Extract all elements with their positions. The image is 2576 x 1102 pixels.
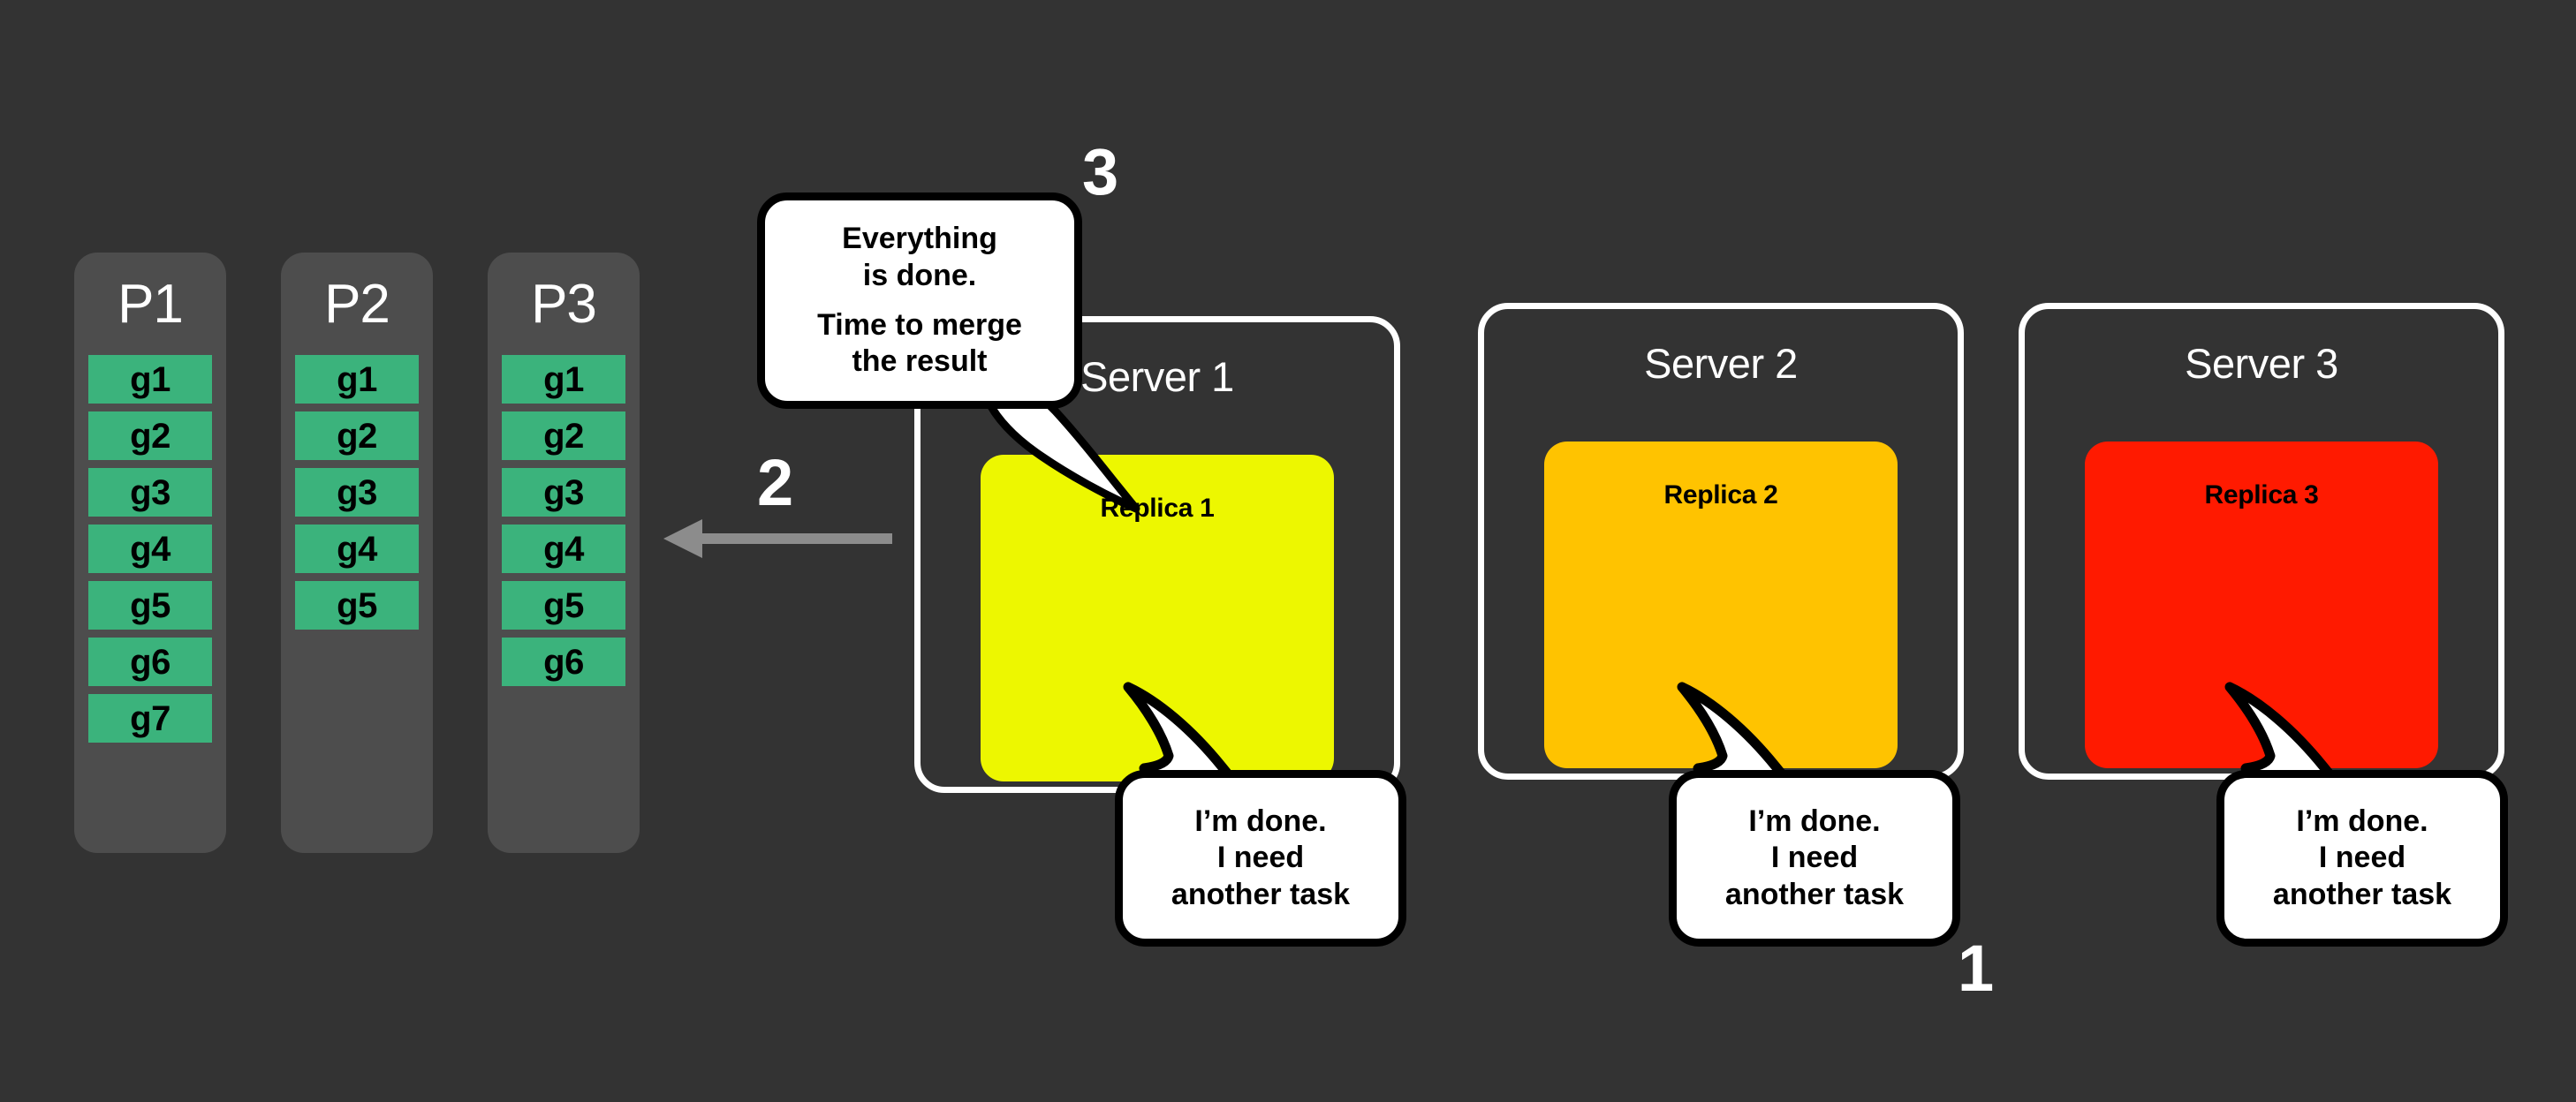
chunk-item: g5 <box>295 581 419 630</box>
arrow-left-icon <box>663 519 892 558</box>
chunk-item: g5 <box>502 581 625 630</box>
chunk-item: g7 <box>88 694 212 743</box>
chunk-item: g2 <box>295 411 419 460</box>
chunk-item: g2 <box>88 411 212 460</box>
chunk-item: g6 <box>502 638 625 686</box>
server-3-box: Server 3 Replica 3 <box>2019 303 2504 780</box>
done-bubble-line-1: I’m done. <box>1748 804 1881 838</box>
partition-p3-chunk-list: g1 g2 g3 g4 g5 g6 <box>488 355 640 686</box>
done-bubble-line-1: I’m done. <box>2296 804 2428 838</box>
step-number-1: 1 <box>1958 932 1994 1005</box>
chunk-item: g1 <box>295 355 419 404</box>
chunk-item: g4 <box>502 525 625 573</box>
chunk-item: g1 <box>502 355 625 404</box>
done-bubble-line-2: I need <box>1216 841 1305 875</box>
merge-bubble-line-2: is done. <box>862 258 977 292</box>
server-2-done-bubble: I’m done. I need another task <box>1669 770 1960 947</box>
merge-arrow <box>658 512 897 565</box>
chunk-item: g3 <box>88 468 212 517</box>
replica-2-block: Replica 2 <box>1544 442 1898 768</box>
merge-bubble-line-1: Everything <box>842 222 997 256</box>
server-3-done-bubble: I’m done. I need another task <box>2216 770 2508 947</box>
chunk-item: g6 <box>88 638 212 686</box>
replica-1-label: Replica 1 <box>1100 494 1215 523</box>
chunk-item: g2 <box>502 411 625 460</box>
done-bubble-line-1: I’m done. <box>1194 804 1327 838</box>
step-number-2: 2 <box>757 446 793 519</box>
partition-p2-title: P2 <box>324 274 390 335</box>
done-bubble-line-2: I need <box>2318 841 2406 875</box>
merge-bubble-line-3: Time to merge <box>817 307 1022 342</box>
chunk-item: g4 <box>88 525 212 573</box>
partition-p1-chunk-list: g1 g2 g3 g4 g5 g6 g7 <box>74 355 226 743</box>
replica-3-label: Replica 3 <box>2204 480 2319 509</box>
server-2-title: Server 2 <box>1644 340 1798 387</box>
done-bubble-line-2: I need <box>1770 841 1859 875</box>
done-bubble-line-3: another task <box>1171 877 1351 911</box>
merge-speech-bubble: Everything is done. Time to merge the re… <box>757 192 1082 409</box>
chunk-item: g3 <box>502 468 625 517</box>
server-3-title: Server 3 <box>2185 340 2338 387</box>
server-2-box: Server 2 Replica 2 <box>1478 303 1964 780</box>
chunk-item: g3 <box>295 468 419 517</box>
replica-3-block: Replica 3 <box>2085 442 2438 768</box>
replica-2-label: Replica 2 <box>1663 480 1778 509</box>
merge-bubble-line-4: the result <box>852 344 988 379</box>
partition-p3-title: P3 <box>531 274 597 335</box>
server-1-done-bubble: I’m done. I need another task <box>1115 770 1406 947</box>
chunk-item: g1 <box>88 355 212 404</box>
done-bubble-line-3: another task <box>1724 877 1905 911</box>
partition-p1: P1 g1 g2 g3 g4 g5 g6 g7 <box>74 253 226 853</box>
partition-p2-chunk-list: g1 g2 g3 g4 g5 <box>281 355 433 630</box>
chunk-item: g5 <box>88 581 212 630</box>
step-number-3: 3 <box>1082 135 1118 208</box>
partition-p2: P2 g1 g2 g3 g4 g5 <box>281 253 433 853</box>
partition-p3: P3 g1 g2 g3 g4 g5 g6 <box>488 253 640 853</box>
replica-1-block: Replica 1 <box>981 455 1334 781</box>
chunk-item: g4 <box>295 525 419 573</box>
partition-p1-title: P1 <box>117 274 184 335</box>
done-bubble-line-3: another task <box>2272 877 2452 911</box>
